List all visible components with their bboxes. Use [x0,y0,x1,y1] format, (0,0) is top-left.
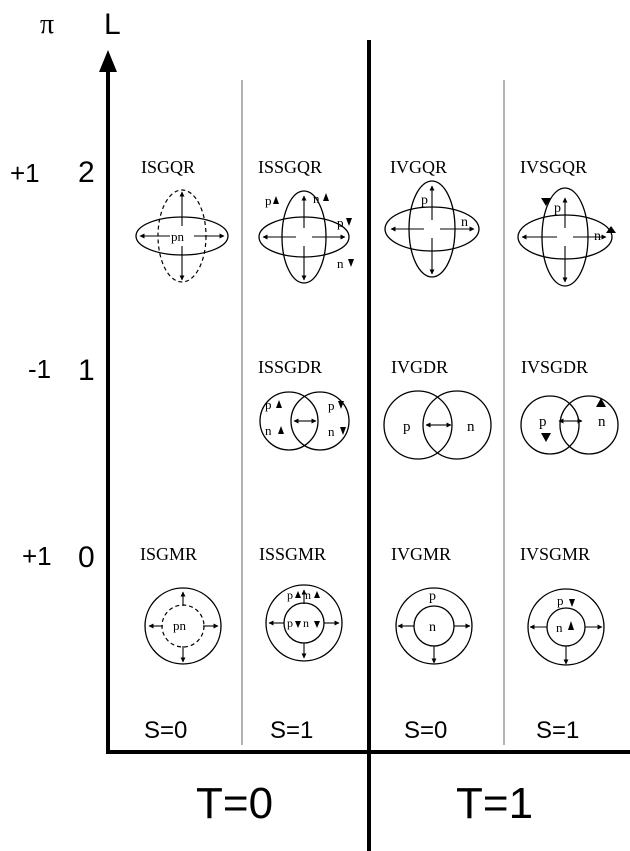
mode-label-ivsgqr: IVSGQR [520,157,587,177]
svg-text:n: n [303,616,309,630]
angular-momentum-axis-label: L [104,8,121,41]
svg-text:p: p [265,193,272,208]
mode-label-isgqr: ISGQR [141,157,195,177]
svg-text:n: n [467,419,475,435]
svg-text:n: n [313,191,320,206]
isgmr-diagram: pn [144,587,222,665]
svg-text:n: n [337,256,344,271]
svg-text:p: p [287,616,293,630]
parity-axis-label: π [40,9,54,40]
isospin-label-t1: T=1 [456,779,533,828]
mode-label-ivsgdr: IVSGDR [521,357,588,377]
mode-label-issgdr: ISSGDR [258,357,322,377]
svg-text:p: p [403,419,411,435]
svg-text:pn: pn [173,618,187,633]
row-parity-l1: -1 [28,354,51,384]
row-l-value-0: 0 [78,541,95,574]
mode-label-ivgdr: IVGDR [391,357,448,377]
ivgdr-diagram: p n [383,390,492,460]
issgqr-diagram: p n p n [258,190,354,284]
svg-text:n: n [265,423,272,438]
mode-label-ivgqr: IVGQR [390,157,447,177]
ivsgqr-diagram: p n [517,187,616,287]
svg-text:n: n [594,229,601,244]
issgmr-diagram: p n p n [265,584,343,662]
svg-text:n: n [598,414,606,430]
mode-label-issgmr: ISSGMR [259,544,326,564]
svg-text:n: n [461,215,468,230]
svg-text:n: n [429,620,436,635]
svg-text:p: p [429,589,436,604]
mode-label-ivsgmr: IVSGMR [520,544,590,564]
svg-text:p: p [539,414,547,430]
svg-text:p: p [265,397,272,412]
isgqr-diagram: pn [135,189,229,283]
mode-label-ivgmr: IVGMR [391,544,451,564]
mode-label-issgqr: ISSGQR [258,157,322,177]
spin-label-t0-s0: S=0 [144,717,187,744]
spin-label-t1-s1: S=1 [536,717,579,744]
svg-text:n: n [556,620,563,635]
svg-text:p: p [287,588,293,602]
svg-text:p: p [554,201,561,216]
mode-label-isgmr: ISGMR [140,544,197,564]
issgdr-diagram: p p n n [259,391,350,451]
ivsgdr-diagram: p n [520,395,619,455]
svg-text:p: p [337,215,344,230]
vertical-axis-arrow-icon [99,50,117,72]
spin-label-t0-s1: S=1 [270,717,313,744]
row-parity-l2: +1 [10,158,40,188]
row-l-value-2: 2 [78,156,95,189]
ivgqr-diagram: p n [384,180,480,278]
svg-text:p: p [557,593,564,608]
spin-label-t1-s0: S=0 [404,717,447,744]
isospin-label-t0: T=0 [196,779,273,828]
ivsgmr-diagram: p n [527,588,605,666]
svg-text:p: p [421,193,428,208]
svg-text:pn: pn [171,229,185,244]
svg-text:n: n [328,424,335,439]
row-parity-l0: +1 [22,541,52,571]
svg-text:n: n [305,588,311,602]
row-l-value-1: 1 [78,354,95,387]
svg-text:p: p [328,398,335,413]
ivgmr-diagram: p n [395,587,473,665]
